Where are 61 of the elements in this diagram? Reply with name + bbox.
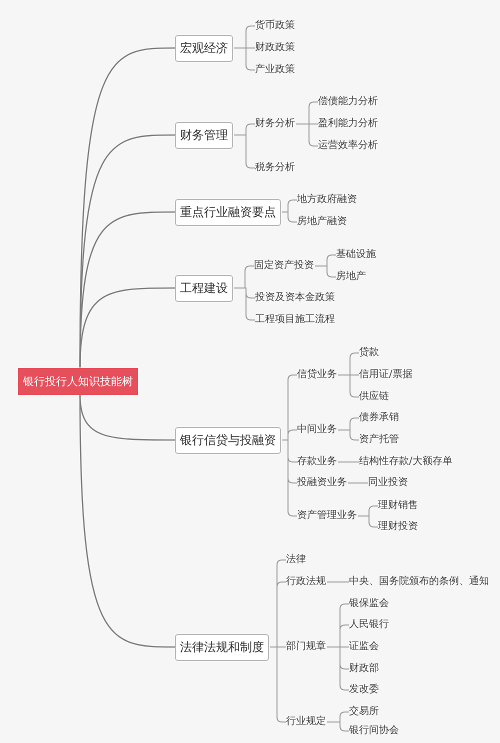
- subtopic-label: 货币政策: [255, 19, 295, 33]
- subtopic-label: 运营效率分析: [318, 139, 378, 153]
- subtopic-label: 发改委: [349, 683, 379, 697]
- subtopic-label: 房地产: [336, 270, 366, 284]
- subtopic-label: 信贷业务: [297, 368, 337, 382]
- topic-box: 财务管理: [175, 122, 233, 148]
- subtopic-label: 基础设施: [336, 248, 376, 262]
- subtopic-label: 交易所: [349, 705, 379, 719]
- connector-line: [338, 430, 360, 440]
- subtopic-label: 财政政策: [255, 41, 295, 55]
- subtopic-label: 理财销售: [378, 499, 418, 513]
- connector-line: [326, 722, 350, 732]
- subtopic-label: 存款业务: [297, 455, 337, 469]
- connector-line: [358, 516, 378, 528]
- subtopic-label: 行政法规: [286, 575, 326, 589]
- subtopic-label: 债券承销: [359, 411, 399, 425]
- topic-box: 工程建设: [175, 274, 233, 302]
- subtopic-label: 财政部: [349, 662, 379, 676]
- root-topic-box: 银行投行人知识技能树: [18, 368, 138, 394]
- connector-line: [338, 374, 360, 398]
- topic-box: 重点行业融资要点: [175, 198, 281, 226]
- subtopic-label: 工程项目施工流程: [255, 313, 335, 327]
- topic-box: 宏观经济: [175, 34, 233, 62]
- subtopic-label: 资产管理业务: [297, 509, 357, 523]
- subtopic-label: 地方政府融资: [297, 193, 357, 207]
- connector-line: [79, 287, 175, 368]
- subtopic-label: 财务分析: [255, 117, 295, 131]
- topic-box: 银行信贷与投融资: [175, 426, 281, 454]
- subtopic-label: 同业投资: [368, 476, 408, 490]
- subtopic-label: 法律: [286, 553, 306, 567]
- subtopic-label: 行业规定: [286, 715, 326, 729]
- subtopic-label: 盈利能力分析: [318, 117, 378, 131]
- connector-line: [234, 48, 256, 70]
- connector-line: [282, 212, 298, 222]
- connector-line: [314, 266, 336, 278]
- connector-line: [234, 288, 256, 320]
- subtopic-label: 中央、国务院颁布的条例、通知: [349, 575, 489, 589]
- subtopic-label: 贷款: [359, 346, 379, 360]
- subtopic-label: 银保监会: [349, 597, 389, 611]
- subtopic-label: 房地产融资: [297, 215, 347, 229]
- connector-line: [296, 124, 318, 146]
- subtopic-label: 人民银行: [349, 618, 389, 632]
- subtopic-label: 理财投资: [378, 520, 418, 534]
- subtopic-label: 结构性存款/大额存单: [359, 455, 452, 469]
- subtopic-label: 中间业务: [297, 423, 337, 437]
- subtopic-label: 信用证/票据: [359, 368, 412, 382]
- connector-line: [79, 394, 175, 648]
- subtopic-label: 银行间协会: [349, 724, 399, 738]
- subtopic-label: 投融资业务: [297, 476, 347, 490]
- subtopic-label: 税务分析: [255, 161, 295, 175]
- connector-line: [348, 482, 368, 484]
- subtopic-label: 偿债能力分析: [318, 95, 378, 109]
- subtopic-label: 部门规章: [286, 640, 326, 654]
- subtopic-label: 固定资产投资: [254, 259, 314, 273]
- topic-box: 法律法规和制度: [175, 634, 269, 660]
- subtopic-label: 资产托管: [359, 433, 399, 447]
- subtopic-label: 供应链: [359, 390, 389, 404]
- connector-line: [326, 646, 350, 690]
- subtopic-label: 证监会: [349, 640, 379, 654]
- subtopic-label: 产业政策: [255, 63, 295, 77]
- subtopic-label: 投资及资本金政策: [255, 291, 335, 305]
